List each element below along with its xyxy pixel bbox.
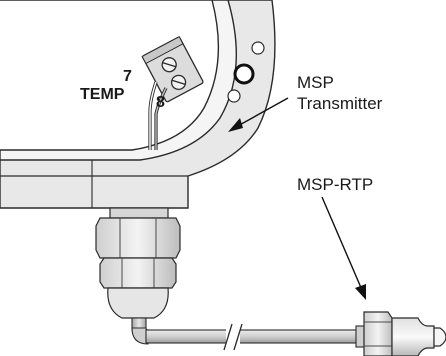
cable-horizontal	[145, 329, 359, 344]
terminal-label-lower: 8	[156, 94, 165, 111]
probe-hex-fitting	[363, 311, 393, 356]
probe-ferrule	[355, 325, 365, 348]
transmitter-label-line1: MSP	[297, 73, 334, 92]
terminal-label-block: TEMP	[80, 86, 125, 103]
cable-gland	[95, 207, 181, 319]
flange-hole-bottom	[227, 89, 241, 103]
rtd-probe	[355, 311, 446, 356]
cable-break-mark	[223, 323, 243, 351]
transmitter-label-line2: Transmitter	[297, 94, 383, 113]
terminal-block	[141, 36, 204, 103]
sensor-cable	[131, 317, 359, 351]
terminal-wires	[148, 81, 168, 150]
terminal-label-upper: 7	[123, 68, 132, 85]
gland-collar	[109, 207, 169, 219]
sensor-callout-arrow	[321, 196, 366, 300]
sensor-label: MSP-RTP	[297, 175, 373, 194]
transmitter-housing	[0, 0, 276, 209]
transmitter-callout-arrow	[228, 97, 289, 132]
gland-cap-nut	[99, 257, 177, 289]
gland-seal-dome	[107, 287, 169, 319]
flange-hole-large	[233, 63, 255, 85]
probe-body	[391, 317, 435, 356]
flange-hole-top	[251, 41, 265, 55]
probe-tip	[433, 327, 446, 347]
gland-hex-nut	[95, 217, 181, 259]
